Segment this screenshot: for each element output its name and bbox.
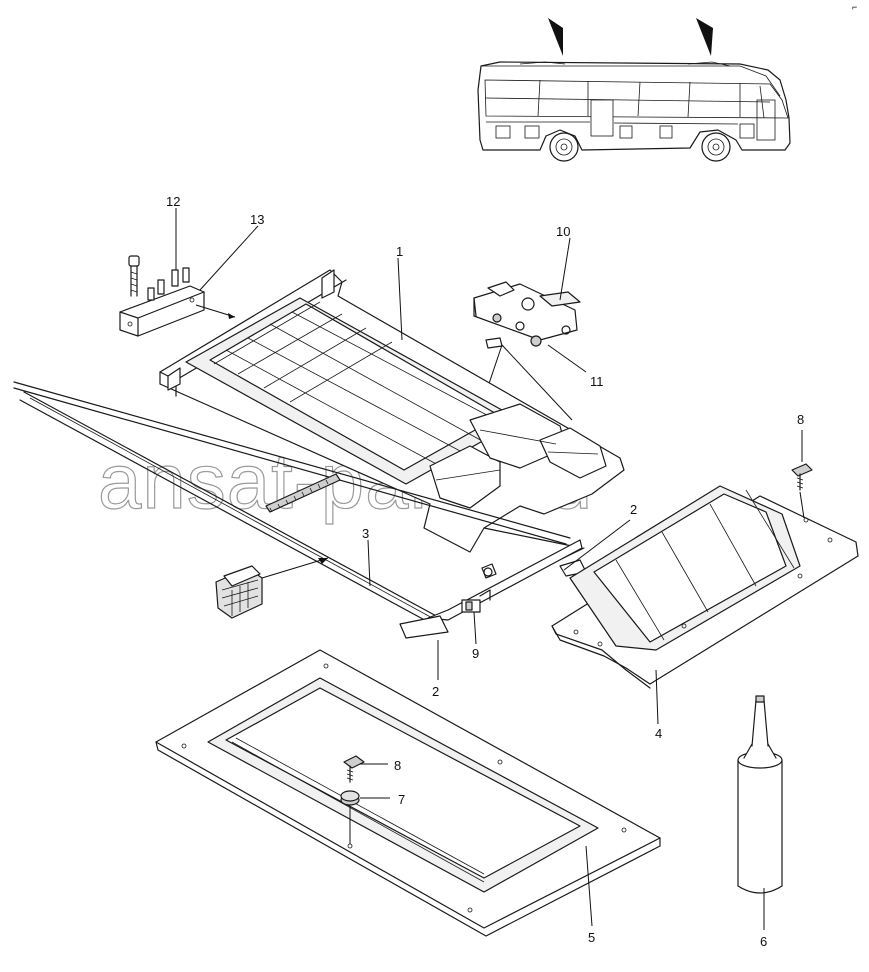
callout-4: 4 bbox=[655, 726, 662, 741]
corner-mark: ⌐ bbox=[852, 2, 857, 12]
callout-8-center: 8 bbox=[394, 758, 401, 773]
side-rail bbox=[13, 381, 587, 639]
limit-switch bbox=[461, 589, 491, 613]
end-plate bbox=[399, 615, 449, 639]
screw bbox=[791, 430, 813, 519]
callout-3: 3 bbox=[362, 526, 369, 541]
grommet bbox=[215, 557, 329, 619]
stud bbox=[147, 267, 190, 301]
callout-11: 11 bbox=[590, 374, 604, 389]
bolt bbox=[128, 255, 140, 297]
hatch-cover bbox=[551, 485, 859, 689]
callout-8-right: 8 bbox=[797, 412, 804, 427]
hatch-frame bbox=[159, 269, 625, 553]
callout-2-bottom: 2 bbox=[432, 684, 439, 699]
clamp-block bbox=[119, 255, 236, 337]
callout-2-right: 2 bbox=[630, 502, 637, 517]
spacer-washer bbox=[340, 790, 390, 844]
callout-13: 13 bbox=[250, 212, 264, 227]
callout-5: 5 bbox=[588, 930, 595, 945]
sealant-cartridge bbox=[737, 695, 783, 930]
callout-6: 6 bbox=[760, 934, 767, 949]
callout-10: 10 bbox=[556, 224, 570, 239]
location-arrow-front bbox=[548, 18, 563, 56]
leader-lines bbox=[175, 208, 659, 927]
trim-frame bbox=[155, 649, 661, 937]
bus-location-view bbox=[477, 18, 791, 162]
callout-9: 9 bbox=[472, 646, 479, 661]
center-screw bbox=[343, 755, 388, 783]
location-arrow-rear bbox=[696, 18, 713, 56]
callout-7: 7 bbox=[398, 792, 405, 807]
callouts: 1 2 2 3 4 5 6 7 8 8 9 10 11 12 13 bbox=[166, 194, 804, 949]
callout-1: 1 bbox=[396, 244, 403, 259]
callout-12: 12 bbox=[166, 194, 180, 209]
